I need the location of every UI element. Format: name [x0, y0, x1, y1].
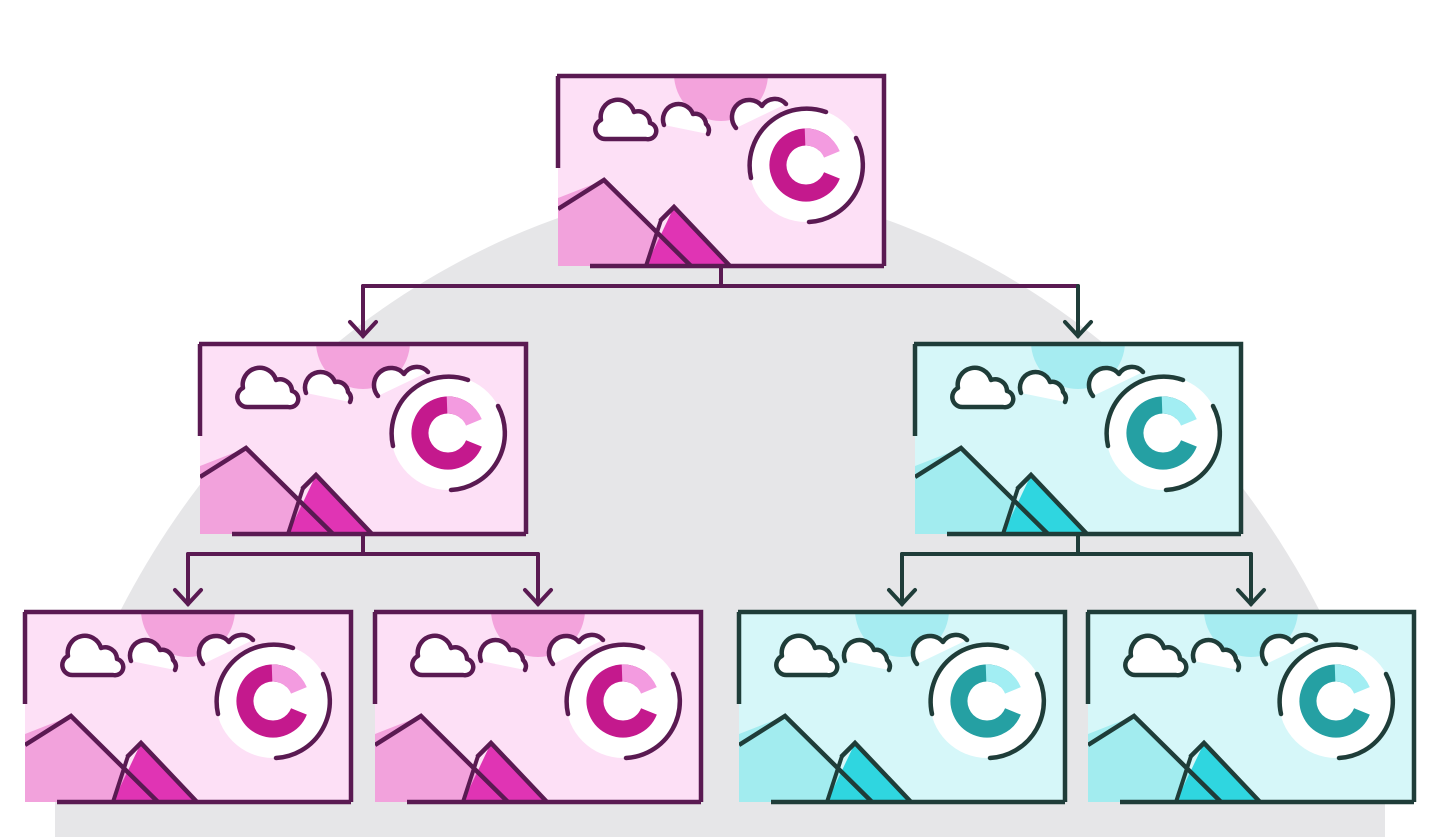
cloud-icon	[235, 364, 431, 410]
arrow-down-icon	[348, 284, 378, 339]
copyright-icon	[928, 642, 1047, 761]
copyright-icon	[1104, 374, 1223, 493]
image-card-left-right	[372, 609, 704, 805]
copyright-icon	[564, 642, 683, 761]
arrow-down-icon	[173, 552, 203, 607]
image-card-left-left	[22, 609, 354, 805]
cloud-icon	[774, 632, 970, 678]
cards	[22, 73, 1417, 805]
image-card-left	[197, 341, 529, 537]
image-card-right-right	[1085, 609, 1417, 805]
image-with-copyright-icon	[558, 76, 884, 266]
connector-left	[173, 532, 553, 607]
copyright-icon	[747, 106, 866, 225]
connector-right	[887, 532, 1266, 607]
image-card-right	[912, 341, 1244, 537]
copyright-icon	[214, 642, 333, 761]
copyright-icon	[1277, 642, 1396, 761]
cloud-icon	[60, 632, 256, 678]
cloud-icon	[410, 632, 606, 678]
cloud-icon	[1123, 632, 1319, 678]
connectors	[173, 264, 1266, 607]
arrow-down-icon	[523, 552, 553, 607]
image-with-copyright-icon	[25, 612, 351, 802]
arrow-down-icon	[1063, 284, 1093, 339]
image-card-right-left	[736, 609, 1068, 805]
image-card-root	[555, 73, 887, 269]
cloud-icon	[593, 96, 789, 142]
connector-root	[348, 264, 1093, 339]
cloud-icon	[950, 364, 1146, 410]
arrow-down-icon	[1236, 552, 1266, 607]
arrow-down-icon	[887, 552, 917, 607]
copyright-icon	[389, 374, 508, 493]
